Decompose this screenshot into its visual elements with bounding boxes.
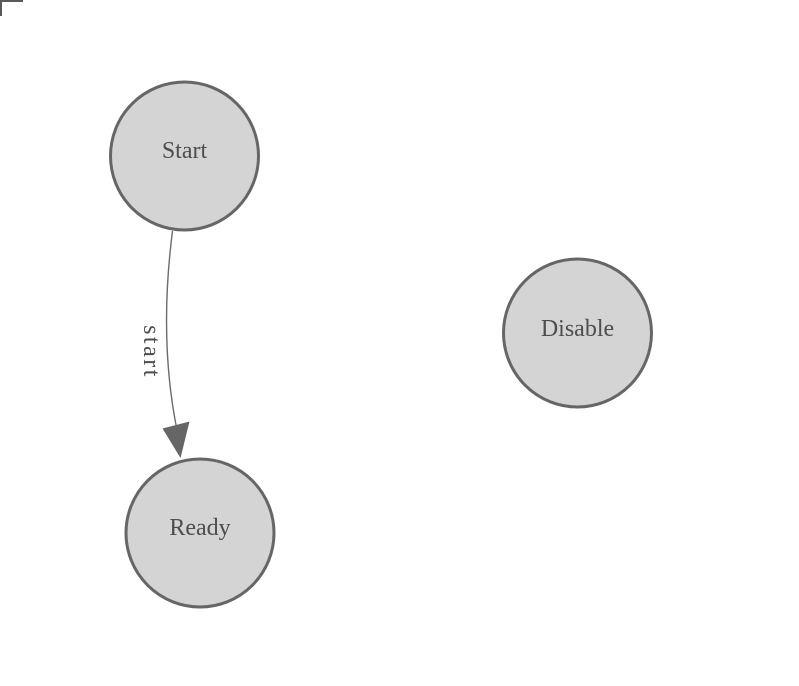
arrowhead-icon: [162, 421, 190, 458]
state-node-start[interactable]: Start: [109, 80, 260, 232]
state-node-ready[interactable]: Ready: [124, 457, 276, 609]
transition-edge-start-to-ready[interactable]: start: [138, 230, 190, 458]
node-circle[interactable]: [109, 80, 260, 232]
edge-curve[interactable]: [165, 230, 177, 426]
node-label: Start: [162, 138, 208, 164]
node-label: Disable: [541, 316, 614, 342]
node-circle[interactable]: [502, 257, 653, 409]
edge-label: start: [138, 325, 164, 379]
node-circle[interactable]: [124, 457, 276, 609]
node-label: Ready: [169, 515, 230, 541]
canvas-corner-mark-icon: [0, 0, 23, 16]
state-node-disable[interactable]: Disable: [502, 257, 653, 409]
